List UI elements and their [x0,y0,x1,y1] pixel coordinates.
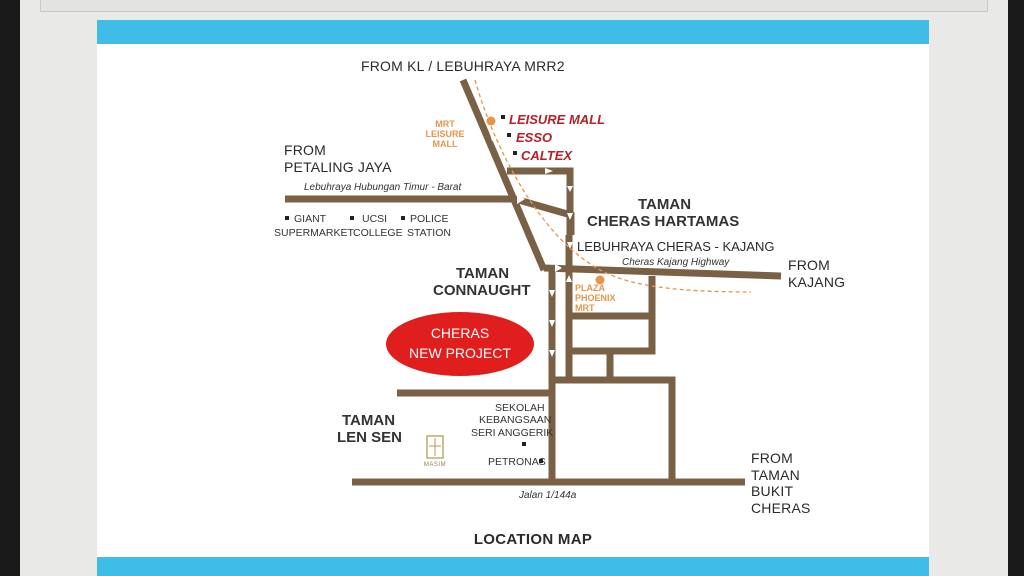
poi-giant-line2: SUPERMARKET [274,227,355,239]
bottom-accent-band [97,557,929,576]
poi-ucsi-line2: COLLEGE [353,227,403,239]
poi-bullet-icon [513,151,517,155]
poi-petronas: PETRONAS [488,456,546,468]
poi-bullet-icon [401,216,405,220]
from-bukit-cheras-line4: CHERAS [751,500,811,516]
logo-emblem-icon [426,435,444,459]
poi-school-line2: KEBANGSAAN [479,414,551,426]
mrt-phoenix-label-1: PLAZA [575,283,605,293]
road-block-1 [569,312,656,355]
area-cheras-hartamas-line2: CHERAS HARTAMAS [587,213,739,230]
from-kajang-label-line1: FROM [788,257,830,273]
small-pois: GIANT SUPERMARKET UCSI COLLEGE POLICE ST… [274,213,553,468]
project-label-line1: CHERAS [431,325,489,341]
top-strip [40,0,988,12]
mrt-leisure-label-3: MALL [433,139,458,149]
poi-bullet-icon [350,216,354,220]
logo-text: MASIM [424,462,446,468]
from-bukit-cheras-line3: BUKIT [751,483,793,499]
mrt-leisure-label-2: LEISURE [425,129,464,139]
from-pj-label-line2: PETALING JAYA [284,159,392,175]
poi-police-line1: POLICE [410,213,449,225]
poi-giant-line1: GIANT [294,213,327,225]
road-label-cheras-kajang: LEBUHRAYA CHERAS - KAJANG [577,239,774,254]
poi-school-line1: SEKOLAH [495,402,545,414]
road-label-cheras-kajang-hwy: Cheras Kajang Highway [622,257,730,268]
area-connaught-line1: TAMAN [456,265,509,282]
project-label-line2: NEW PROJECT [409,345,511,361]
location-map-card: CHERAS NEW PROJECT FROM KL / LEBUHRAYA M… [97,20,929,576]
mrt-phoenix-label-3: MRT [575,303,595,313]
road-lower-block [552,376,676,482]
from-bukit-cheras-line1: FROM [751,450,793,466]
mrt-station-leisure-icon [486,116,496,126]
poi-school-line3: SERI ANGGERIK [471,427,553,439]
location-map: CHERAS NEW PROJECT FROM KL / LEBUHRAYA M… [274,58,845,548]
poi-bullet-icon [522,442,526,446]
poi-caltex: CALTEX [521,148,573,163]
from-bukit-cheras-line2: TAMAN [751,467,800,483]
mrt-station-phoenix-icon [595,275,605,285]
map-title: LOCATION MAP [474,531,592,548]
poi-police-line2: STATION [407,227,451,239]
road-label-hubungan: Lebuhraya Hubungan Timur - Barat [304,182,462,193]
poi-bullet-icon [539,459,543,463]
from-kl-label: FROM KL / LEBUHRAYA MRR2 [361,58,565,74]
area-len-sen-line1: TAMAN [342,412,395,429]
road-cheras-kajang [543,264,782,280]
area-len-sen-line2: LEN SEN [337,429,402,446]
poi-leisure-mall: LEISURE MALL [509,112,605,127]
masim-logo: MASIM [424,435,446,468]
poi-bullet-icon [501,115,505,119]
road-arrows [490,134,573,357]
poi-esso: ESSO [516,130,552,145]
roads [285,78,782,486]
from-pj-label-line1: FROM [284,142,326,158]
mrt-phoenix-label-2: PHOENIX [575,293,616,303]
top-accent-band [97,20,929,44]
road-mrr2 [459,78,548,272]
mrt-line [474,79,752,293]
area-connaught-line2: CONNAUGHT [433,282,531,299]
road-label-jalan: Jalan 1/144a [518,490,577,501]
area-cheras-hartamas-line1: TAMAN [638,196,691,213]
red-pois: LEISURE MALL ESSO CALTEX [501,112,605,163]
mrt-leisure-label-1: MRT [435,119,455,129]
poi-bullet-icon [507,133,511,137]
project-marker[interactable] [386,312,534,376]
poi-ucsi-line1: UCSI [362,213,387,225]
from-kajang-label-line2: KAJANG [788,274,845,290]
poi-bullet-icon [285,216,289,220]
